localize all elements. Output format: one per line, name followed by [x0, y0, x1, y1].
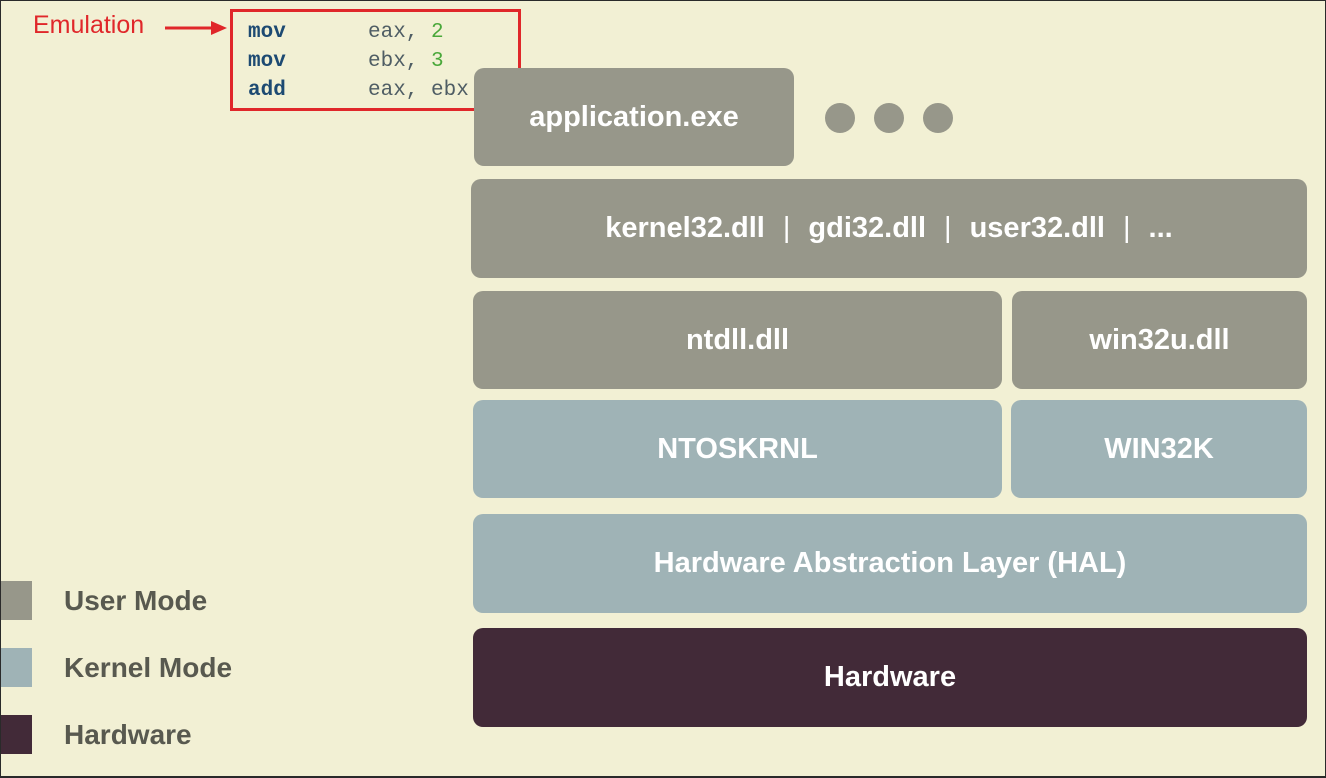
hal-box: Hardware Abstraction Layer (HAL)	[473, 514, 1307, 613]
win32k-box: WIN32K	[1011, 400, 1307, 498]
legend-label-hardware: Hardware	[64, 719, 192, 750]
ellipsis-dot-icon	[923, 103, 953, 133]
hardware-box: Hardware	[473, 628, 1307, 727]
win32u-box: win32u.dll	[1012, 291, 1307, 389]
arrow-right-icon	[165, 21, 227, 35]
legend-label-user-mode: User Mode	[64, 585, 208, 616]
legend-swatch-user-mode	[1, 581, 32, 620]
application-exe-box: application.exe	[474, 68, 794, 166]
ellipsis-dot-icon	[825, 103, 855, 133]
ellipsis-dot-icon	[874, 103, 904, 133]
ntoskrnl-box: NTOSKRNL	[473, 400, 1002, 498]
emulation-label: Emulation	[33, 11, 145, 39]
legend-label-kernel-mode: Kernel Mode	[64, 652, 233, 683]
legend-swatch-kernel-mode	[1, 648, 32, 687]
ntdll-box: ntdll.dll	[473, 291, 1002, 389]
legend-swatch-hardware	[1, 715, 32, 754]
subsystem-dlls-box: kernel32.dll | gdi32.dll | user32.dll | …	[471, 179, 1307, 278]
